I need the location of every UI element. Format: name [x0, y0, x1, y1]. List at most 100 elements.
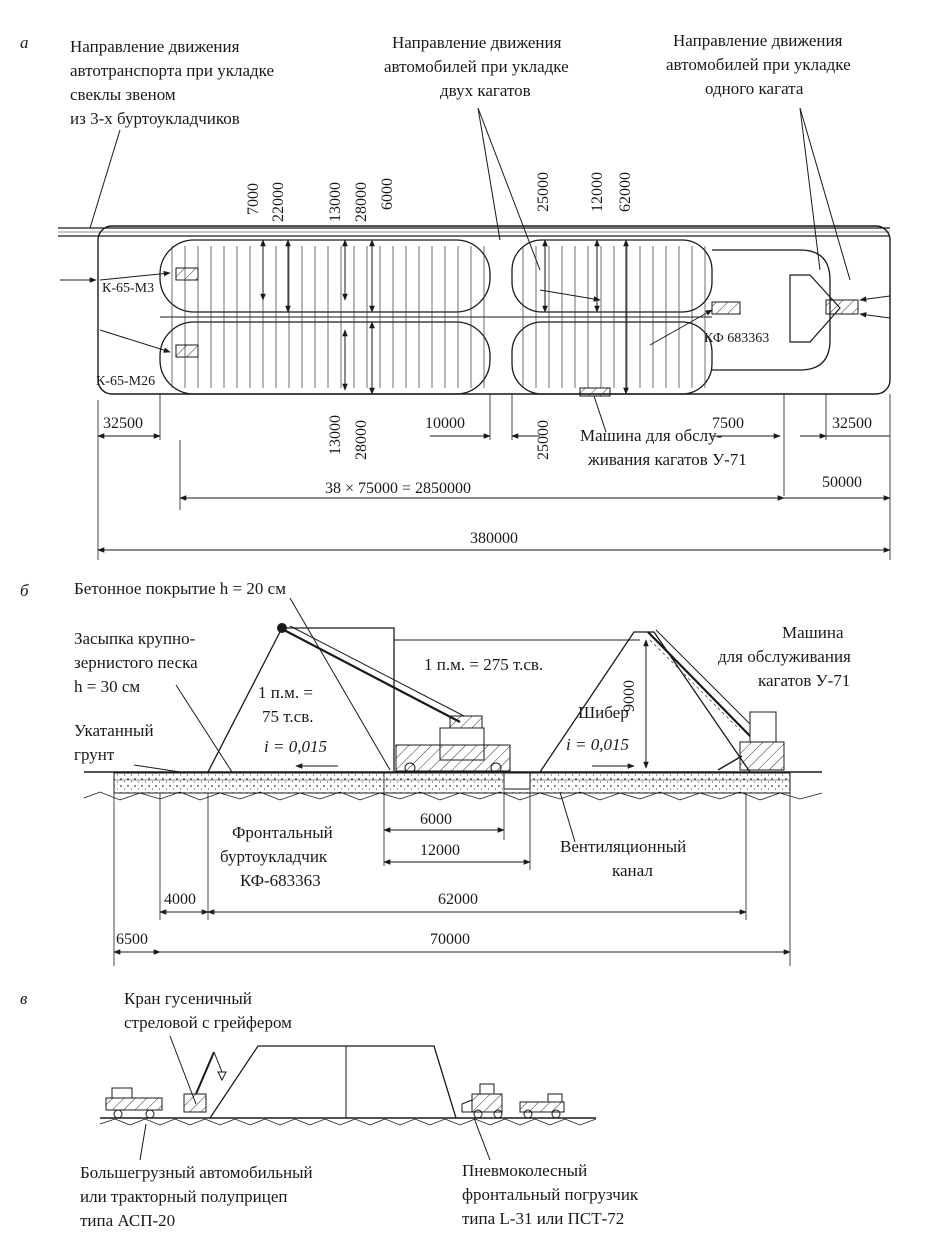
label-crane: Кран гусеничный	[124, 989, 252, 1008]
label-channel: канал	[612, 861, 653, 880]
dim-row-2: 38 × 75000 = 2850000 50000	[179, 394, 891, 560]
note-line: Направление движения	[392, 33, 562, 52]
label-loader: буртоукладчик	[220, 847, 328, 866]
dim-label: 32500	[832, 415, 872, 432]
dim-label: 38 × 75000 = 2850000	[325, 480, 471, 497]
label-loader: КФ-683363	[240, 871, 321, 890]
pile-upper-right	[511, 239, 713, 313]
dim-label: 6500	[116, 931, 148, 948]
dim-label: 25000	[535, 172, 552, 212]
label-concrete: Бетонное покрытие h = 20 см	[74, 579, 286, 598]
label-u71: Машина для обслу-	[580, 426, 723, 445]
label-k65m26: К-65-М26	[96, 374, 155, 389]
label-u71-b: Машина	[782, 623, 844, 642]
note-line: свеклы звеном	[70, 85, 176, 104]
note-one-pile: Направление движения автомобилей при укл…	[666, 31, 851, 98]
label-u71-b: кагатов У-71	[758, 671, 850, 690]
loader-k65m3-icon	[175, 267, 199, 281]
label-load-small: 75 т.св.	[262, 707, 313, 726]
label-kf683363: КФ 683363	[704, 331, 769, 346]
label-u71-b: для обслуживания	[718, 647, 851, 666]
dim-row-3: 380000	[97, 530, 891, 553]
label-trailer: типа АСП-20	[80, 1211, 175, 1230]
dim-lines-top	[260, 239, 629, 395]
dim-label: 22000	[270, 182, 287, 222]
dim-label: 62000	[617, 172, 634, 212]
sand-layer	[113, 772, 791, 794]
label-soil: Укатанный	[74, 721, 154, 740]
label-load-small: 1 п.м. =	[258, 683, 313, 702]
wheel-loader-icon	[461, 1083, 503, 1119]
label-front-loader: типа L-31 или ПСТ-72	[462, 1209, 624, 1228]
front-loader-icon	[283, 625, 511, 774]
note-line: Направление движения	[70, 37, 240, 56]
crawler-crane-icon	[183, 1051, 227, 1113]
note-line: Направление движения	[673, 31, 843, 50]
pile-lower-right	[511, 321, 713, 395]
label-height: 9000	[621, 680, 638, 712]
label-sand: h = 30 см	[74, 677, 140, 696]
dim-lines-bottom	[342, 321, 375, 395]
section-b-marker: б	[20, 581, 29, 600]
tractor-trailer-icon	[519, 1093, 565, 1119]
dim-label: 70000	[430, 931, 470, 948]
dim-label: 62000	[438, 891, 478, 908]
label-sand: зернистого песка	[74, 653, 198, 672]
dim-label: 7000	[245, 183, 262, 215]
dim-label: 6000	[420, 811, 452, 828]
dim-label: 4000	[164, 891, 196, 908]
note-line: одного кагата	[705, 79, 804, 98]
label-trailer: или тракторный полуприцеп	[80, 1187, 288, 1206]
section-b-cross-section: б Бетонное покрытие h = 20 см Засыпка кр…	[20, 579, 851, 966]
label-loader: Фронтальный	[232, 823, 333, 842]
label-trailer: Большегрузный автомобильный	[80, 1163, 313, 1182]
label-k65m3: К-65-М3	[102, 281, 154, 296]
label-soil: грунт	[74, 745, 115, 764]
single-pile-loader-icon	[789, 274, 859, 343]
loader-kf-icon	[711, 301, 741, 315]
label-u71: живания кагатов У-71	[587, 450, 747, 469]
dim-label: 10000	[425, 415, 465, 432]
label-load-big: 1 п.м. = 275 т.св.	[424, 655, 543, 674]
u71-machine-icon	[647, 629, 785, 771]
label-channel: Вентиляционный	[560, 837, 686, 856]
dim-label: 28000	[353, 182, 370, 222]
dim-label: 28000	[353, 420, 370, 460]
dim-label: 13000	[327, 182, 344, 222]
label-front-loader: фронтальный погрузчик	[462, 1185, 639, 1204]
note-line: автомобилей при укладке	[384, 57, 569, 76]
dim-label: 32500	[103, 415, 143, 432]
note-trucks-three-loaders: Направление движения автотранспорта при …	[70, 37, 274, 128]
section-a-plan: а Направление движения автотранспорта пр…	[20, 31, 891, 560]
dim-label: 6000	[379, 178, 396, 210]
dim-label: 380000	[470, 530, 518, 547]
note-line: автотранспорта при укладке	[70, 61, 274, 80]
dim-row-1: 32500 10000 7500 32500	[97, 394, 890, 560]
dim-label: 13000	[327, 415, 344, 455]
label-crane: стреловой с грейфером	[124, 1013, 292, 1032]
pile-upper-left	[159, 239, 491, 313]
section-c-marker: в	[20, 989, 28, 1008]
note-line: автомобилей при укладке	[666, 55, 851, 74]
dim-label: 12000	[420, 842, 460, 859]
loader-k65m26-icon	[175, 344, 199, 358]
label-front-loader: Пневмоколесный	[462, 1161, 587, 1180]
note-line: из 3-х буртоукладчиков	[70, 109, 240, 128]
note-two-piles: Направление движения автомобилей при укл…	[384, 33, 569, 100]
dim-label: 25000	[535, 420, 552, 460]
machine-u71-icon	[579, 387, 611, 397]
label-gate: Шибер	[578, 703, 629, 722]
label-slope-left: i = 0,015	[264, 737, 327, 756]
pile-lower-left	[159, 321, 491, 395]
dim-label: 50000	[822, 474, 862, 491]
label-slope-right: i = 0,015	[566, 735, 629, 754]
section-c-equipment: в Кран гусеничный стреловой с грейфером	[20, 989, 639, 1230]
section-a-marker: а	[20, 33, 29, 52]
ventilation-channel	[503, 772, 531, 790]
dim-label: 12000	[589, 172, 606, 212]
note-line: двух кагатов	[440, 81, 531, 100]
label-sand: Засыпка крупно-	[74, 629, 196, 648]
trailer-asp20-icon	[105, 1087, 163, 1119]
